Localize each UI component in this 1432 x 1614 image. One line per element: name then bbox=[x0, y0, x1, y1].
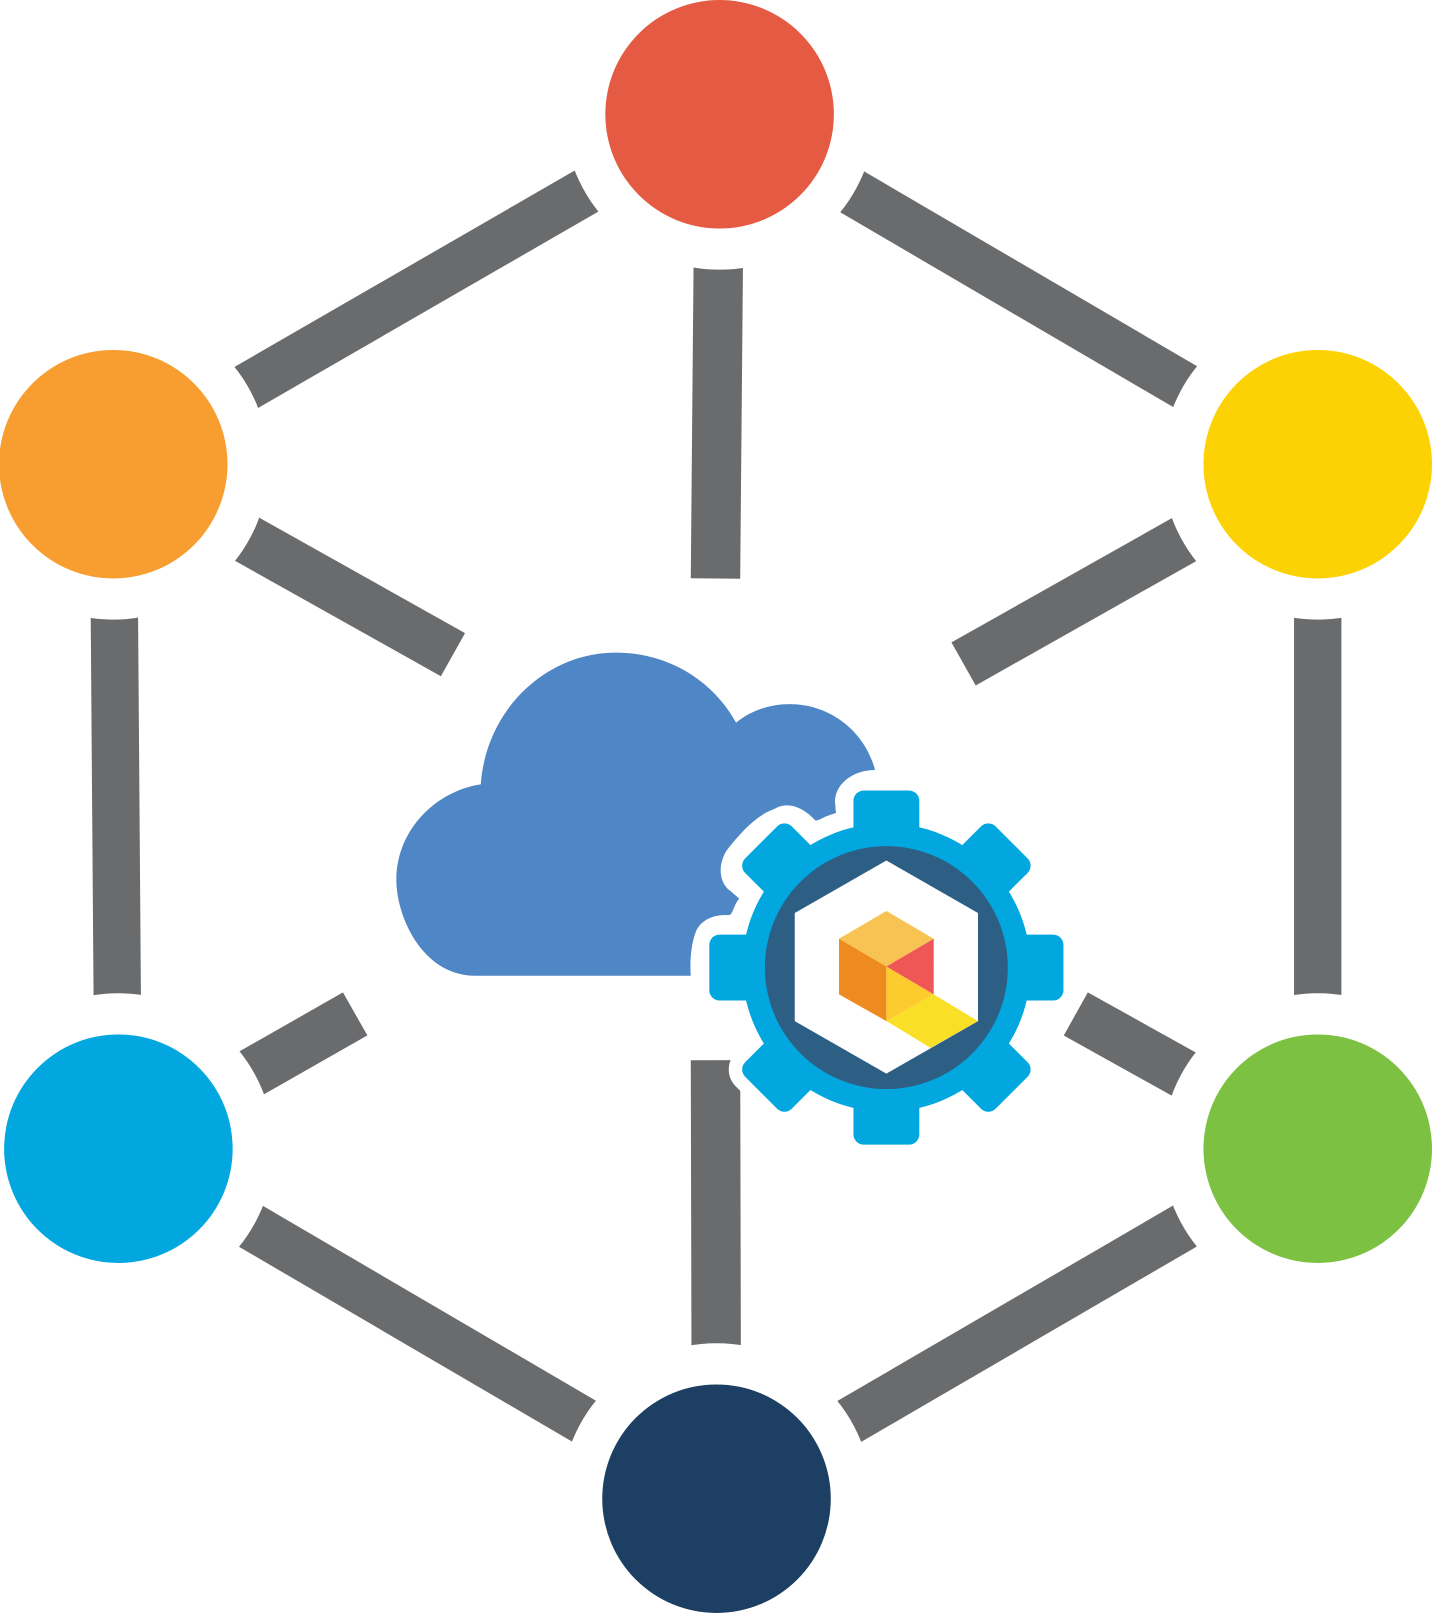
node-upper-right bbox=[1203, 349, 1432, 579]
node-upper-left bbox=[0, 350, 228, 579]
node-lower-right bbox=[1203, 1034, 1432, 1263]
node-lower-left bbox=[4, 1034, 233, 1263]
cloud-icon bbox=[396, 652, 876, 976]
node-top bbox=[605, 0, 834, 229]
node-bottom bbox=[602, 1384, 831, 1613]
cube-icon bbox=[839, 910, 979, 1048]
gear-icon bbox=[695, 777, 1077, 1159]
